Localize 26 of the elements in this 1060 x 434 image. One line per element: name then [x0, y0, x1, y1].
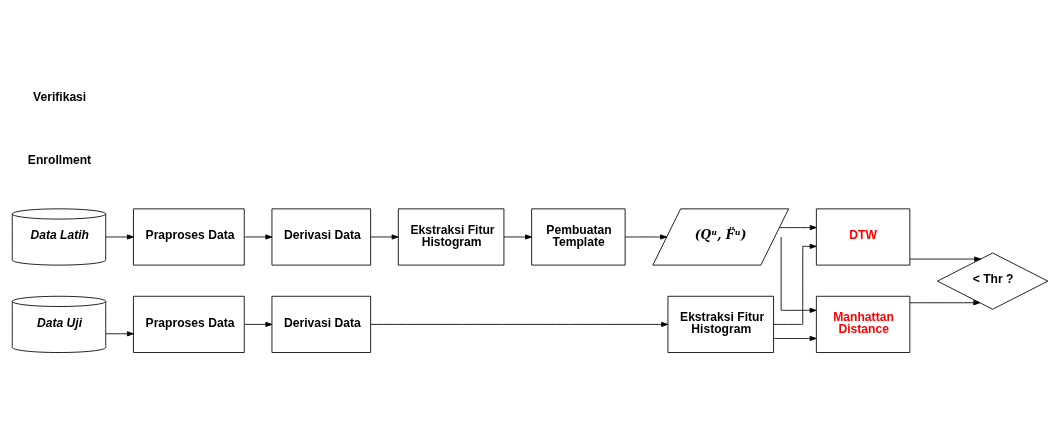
- node-box: Praproses Data: [133, 295, 245, 353]
- node-box: Praproses Data: [133, 207, 245, 266]
- label: Enrollment: [27, 152, 92, 167]
- arrow: [780, 236, 817, 313]
- arrow: [503, 233, 532, 240]
- label: Verifikasi: [33, 89, 87, 104]
- node-box: Ekstraksi Fitur Histogram: [397, 207, 505, 266]
- node-box: Derivasi Data: [271, 207, 372, 266]
- arrow: [244, 321, 273, 327]
- node-box: DTW: [815, 207, 911, 266]
- node-box: Ekstraksi Fitur Histogram: [667, 295, 774, 353]
- arrow: [779, 224, 817, 230]
- node-box: Manhattan Distance: [815, 295, 911, 353]
- arrow: [773, 335, 817, 341]
- arrow: [909, 299, 981, 305]
- arrow: [244, 233, 273, 240]
- arrow: [370, 233, 399, 240]
- node-box: Pembuatan Template: [531, 207, 626, 266]
- arrow: [773, 243, 817, 325]
- arrow: [105, 330, 134, 336]
- arrow: [909, 256, 982, 262]
- arrow: [624, 233, 668, 240]
- arrow: [105, 233, 134, 240]
- node-diamond: < Thr ?: [937, 252, 1049, 310]
- node-box: Derivasi Data: [271, 295, 372, 353]
- arrow: [370, 321, 669, 327]
